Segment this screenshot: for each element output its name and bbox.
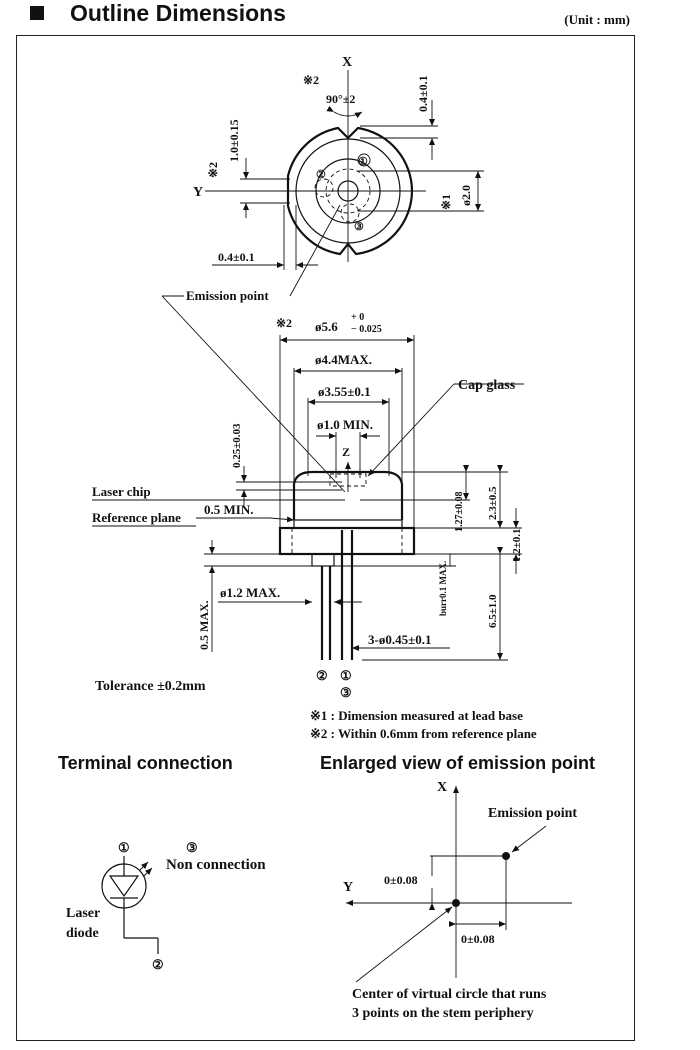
lead-2-hidden bbox=[314, 178, 334, 198]
enlarged-x-label: X bbox=[437, 780, 447, 795]
enlarged-y-label: Y bbox=[343, 880, 353, 895]
dim-d20: ø2.0 bbox=[459, 185, 473, 206]
emission-arrow-1 bbox=[139, 861, 149, 871]
angle-arc bbox=[326, 105, 363, 119]
dim-04-top: 0.4±0.1 bbox=[416, 75, 430, 112]
top-y-label: Y bbox=[193, 185, 203, 200]
lead-num-2: ② bbox=[316, 668, 328, 683]
lead-glass-left bbox=[311, 553, 335, 567]
dim-04-left: 0.4±0.1 bbox=[218, 250, 255, 264]
unit-label: (Unit : mm) bbox=[564, 12, 630, 27]
burr-label: burr0.1 MAX. bbox=[438, 561, 448, 616]
dim-10: 1.0±0.15 bbox=[227, 119, 241, 162]
top-pin2: ② bbox=[316, 169, 326, 181]
cap-glass-label: Cap glass bbox=[458, 378, 516, 393]
dim-025: 0.25±0.03 bbox=[231, 423, 243, 468]
dim-line bbox=[269, 516, 295, 523]
enlarged-emission-label: Emission point bbox=[488, 806, 577, 821]
dim-d355: ø3.55±0.1 bbox=[318, 384, 371, 399]
center-lead bbox=[337, 180, 359, 202]
top-x-label: X bbox=[342, 55, 352, 70]
caption-line-2: 3 points on the stem periphery bbox=[352, 1006, 534, 1021]
header: Outline Dimensions bbox=[30, 0, 286, 26]
lead-num-1: ① bbox=[340, 668, 352, 683]
term-pin2: ② bbox=[152, 957, 164, 972]
diode-triangle bbox=[108, 875, 140, 898]
dim-d10: ø1.0 MIN. bbox=[317, 417, 373, 432]
term-pin1: ① bbox=[118, 840, 130, 855]
top-pin3: ③ bbox=[354, 221, 364, 233]
leader-line bbox=[511, 825, 547, 853]
z-axis-label: Z bbox=[342, 445, 350, 459]
pin1-marker bbox=[357, 153, 371, 167]
leader-line bbox=[355, 906, 453, 983]
top-mark2-b: ※2 bbox=[206, 162, 220, 178]
top-mark2-a: ※2 bbox=[303, 73, 319, 87]
page-title: Outline Dimensions bbox=[70, 0, 286, 26]
dim-d56-minus: − 0.025 bbox=[351, 324, 382, 335]
tol-y-label: 0±0.08 bbox=[384, 873, 418, 887]
dim-d12max: ø1.2 MAX. bbox=[220, 585, 280, 600]
terminal-connection-title: Terminal connection bbox=[58, 753, 233, 773]
top-pin1: ① bbox=[358, 156, 368, 168]
caption-line-1: Center of virtual circle that runs bbox=[352, 987, 547, 1002]
dim-65: 6.5±1.0 bbox=[487, 594, 499, 628]
non-connection-label: Non connection bbox=[166, 857, 266, 873]
dim-d56: ø5.6 bbox=[315, 319, 338, 334]
top-mark1: ※1 bbox=[439, 194, 453, 210]
emission-point-label: Emission point bbox=[186, 288, 269, 303]
tol-x-label: 0±0.08 bbox=[461, 932, 495, 946]
note-2: ※2 : Within 0.6mm from reference plane bbox=[310, 726, 537, 741]
cap-body bbox=[292, 470, 404, 520]
stem-body bbox=[278, 526, 416, 556]
emission-arrow-2 bbox=[143, 867, 153, 877]
reference-plane-label: Reference plane bbox=[92, 510, 181, 525]
side-view: Emission point ※2 ø5.6 + 0 − 0.025 ø4.4M… bbox=[92, 204, 524, 700]
min05-label: 0.5 MIN. bbox=[204, 502, 253, 517]
laser-chip-label: Laser chip bbox=[92, 484, 151, 499]
lead-num-3: ③ bbox=[340, 685, 352, 700]
center-dot bbox=[452, 899, 460, 907]
enlarged-view-diagram: X Y 0±0.08 0±0.08 Emission point Center … bbox=[343, 780, 577, 1021]
dim-leads: 3-ø0.45±0.1 bbox=[368, 632, 431, 647]
tolerance-note: Tolerance ±0.2mm bbox=[95, 679, 206, 694]
diode-label: diode bbox=[66, 926, 99, 941]
dim-d44: ø4.4MAX. bbox=[315, 352, 372, 367]
dim-05max: 0.5 MAX. bbox=[197, 600, 211, 650]
leader-line bbox=[289, 204, 341, 297]
glass-window bbox=[325, 168, 371, 214]
drawing-frame bbox=[16, 35, 635, 1041]
header-square-icon bbox=[30, 6, 44, 20]
angle-label: 90°±2 bbox=[326, 92, 355, 106]
lead-3-hidden bbox=[340, 203, 360, 223]
enlarged-view-title: Enlarged view of emission point bbox=[320, 753, 596, 773]
laser-label: Laser bbox=[66, 906, 100, 921]
leader-line bbox=[367, 383, 455, 477]
dim-23: 2.3±0.5 bbox=[487, 486, 499, 520]
side-mark2: ※2 bbox=[276, 316, 292, 330]
leader-line bbox=[161, 295, 346, 493]
stem-inner-ring bbox=[295, 138, 401, 244]
stem-outline bbox=[286, 126, 414, 256]
cap-ring bbox=[315, 158, 381, 224]
note-1: ※1 : Dimension measured at lead base bbox=[310, 708, 523, 723]
window-glass bbox=[329, 473, 367, 487]
term-pin3: ③ bbox=[186, 840, 198, 855]
dim-d56-plus: + 0 bbox=[351, 312, 364, 323]
terminal-connection-diagram: ① ③ Non connection Laser diode ② bbox=[66, 840, 266, 972]
top-view: X Y ① ② ③ ※2 90°±2 0.4±0.1 ※2 1.0±0.15 bbox=[193, 55, 484, 270]
dim-12: 1.2±0.1 bbox=[511, 528, 523, 562]
dim-127: 1.27±0.08 bbox=[454, 492, 465, 533]
emission-point-dot bbox=[502, 852, 510, 860]
